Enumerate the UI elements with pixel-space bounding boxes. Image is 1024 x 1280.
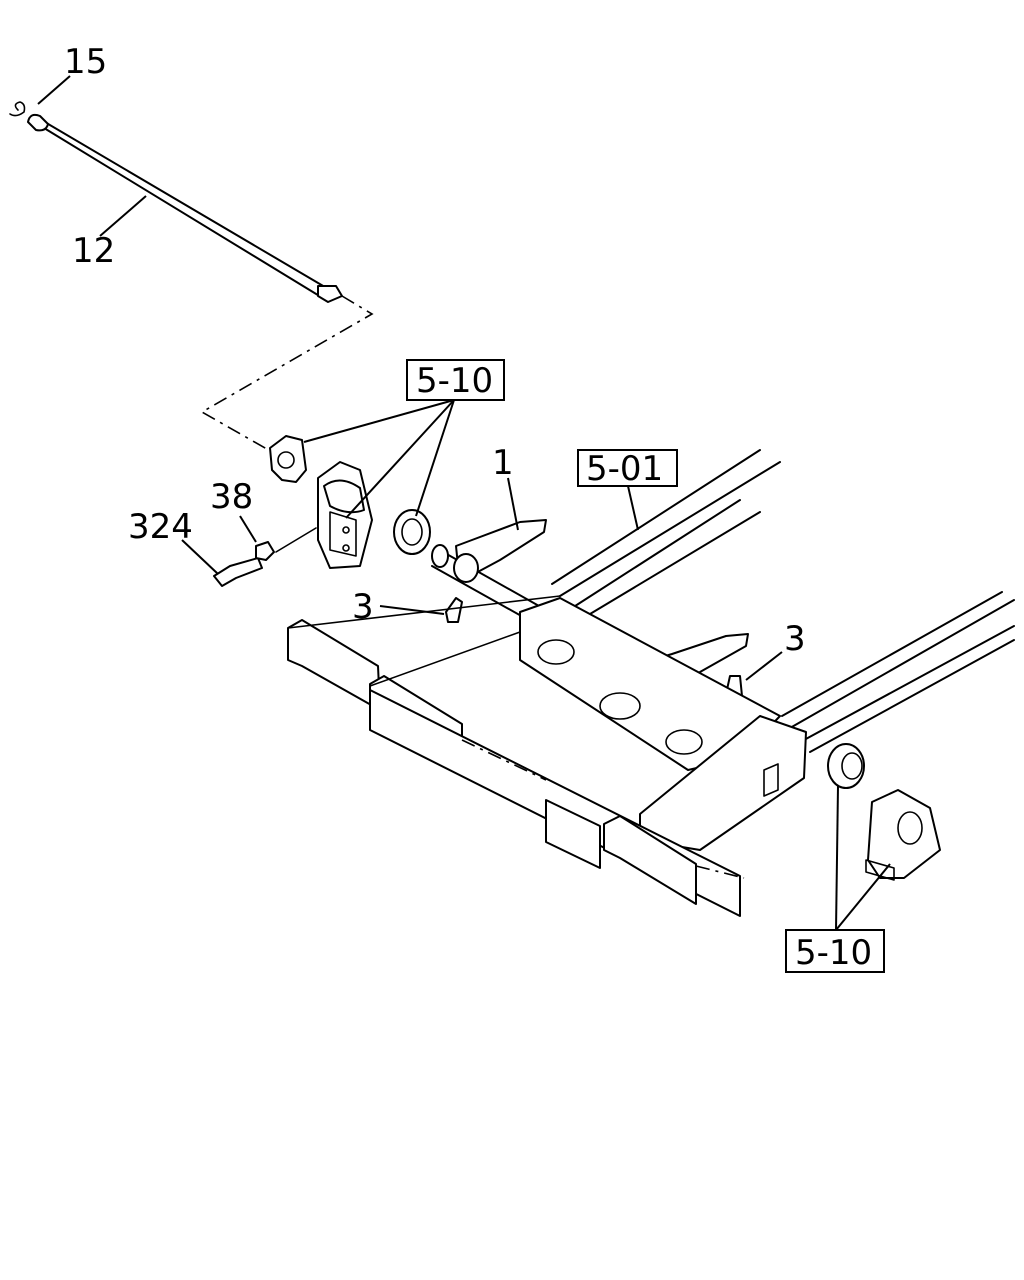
callout-38: 38: [210, 477, 253, 517]
stabilizer-rod: [9, 101, 343, 303]
callout-324: 324: [128, 507, 193, 547]
callout-12: 12: [72, 231, 115, 271]
callout-5-10-bottom: 5-10: [785, 929, 885, 973]
callout-3-right: 3: [784, 619, 806, 659]
callout-1: 1: [492, 443, 514, 483]
callout-3-right-label: 3: [784, 619, 806, 659]
right-bracket-assembly: [827, 743, 941, 881]
callout-1-label: 1: [492, 443, 514, 483]
alignment-line: [200, 295, 374, 453]
leader-lines: [37, 75, 891, 931]
callout-12-label: 12: [72, 231, 115, 271]
callout-15-label: 15: [64, 42, 107, 82]
callout-15: 15: [64, 42, 107, 82]
callout-5-01-label: 5-01: [586, 449, 663, 489]
callout-324-label: 324: [128, 507, 193, 547]
callout-5-10-bottom-label: 5-10: [795, 933, 872, 973]
callout-5-10-top: 5-10: [406, 359, 505, 401]
frame: [287, 449, 1015, 917]
left-bracket-assembly: [213, 435, 431, 587]
callout-38-label: 38: [210, 477, 253, 517]
callout-3-left-label: 3: [352, 587, 374, 627]
callout-3-left: 3: [352, 587, 374, 627]
callout-5-01: 5-01: [577, 449, 678, 489]
callout-5-10-top-label: 5-10: [416, 361, 493, 401]
